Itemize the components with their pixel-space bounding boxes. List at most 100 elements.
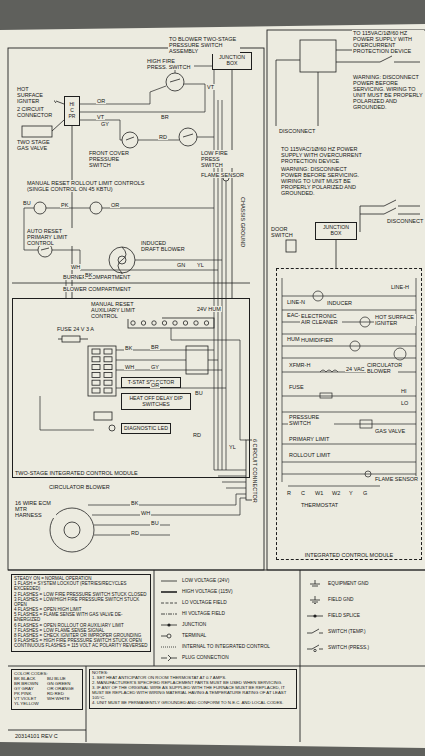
legend-sample xyxy=(160,588,178,596)
component-text: BR BROWN xyxy=(14,681,38,686)
wire-color-code: BR xyxy=(160,114,170,120)
schematic-rungs xyxy=(282,474,416,475)
frame-lines xyxy=(8,30,425,742)
ladder-schematic xyxy=(282,278,416,486)
legend-sample xyxy=(306,628,324,636)
part-label: CIRCULATOR BLOWER xyxy=(366,362,398,374)
label-sheet xyxy=(0,24,425,748)
component-text: BU BLUE xyxy=(47,676,66,681)
component-box: STEADY ON = NORMAL OPERATION1 FLASH = SY… xyxy=(11,574,151,652)
control-module-parts xyxy=(62,336,80,342)
component-text: 8 FLASHES = CHECK IGNITER OR IMPROPER GR… xyxy=(14,633,141,638)
part-label: BLOWER COMPARTMENT xyxy=(62,286,132,292)
frame-lines xyxy=(8,570,425,571)
control-module-wires xyxy=(208,360,218,361)
schematic-rungs xyxy=(282,462,416,463)
component-text: HEAT OFF DELAY DIP SWITCHES xyxy=(124,396,188,408)
right-pictorial xyxy=(360,214,384,215)
component-text: 2 FLASHES = LOW FIRE PRESSURE SWITCH STU… xyxy=(14,592,146,597)
connector-pins xyxy=(104,388,112,393)
wire-color-code: W1 xyxy=(314,490,324,496)
component-text: PR xyxy=(69,114,76,120)
part-label: 6 CIRCUIT CONNECTOR xyxy=(252,438,258,504)
part-label: 2 CIRCUIT CONNECTOR xyxy=(16,106,62,118)
legend-sample xyxy=(319,633,323,634)
component-text: YL YELLOW xyxy=(14,701,39,706)
part-label: HUMIDIFIER xyxy=(300,337,334,343)
legend-sample xyxy=(310,600,320,601)
right-pictorial xyxy=(336,62,380,63)
ladder-schematic xyxy=(365,471,371,477)
frame-lines xyxy=(154,570,155,666)
legend-text: FIELD GND xyxy=(327,597,355,602)
legend-sample xyxy=(167,623,170,626)
legend-sample xyxy=(161,591,177,593)
wire-connector xyxy=(336,240,337,268)
part-label: FLAME SENSOR xyxy=(200,172,245,178)
component-text: 7 FLASHES = LOW FLAME SENSE SIGNAL xyxy=(14,628,104,633)
component-text: 1 FLASH = SYSTEM LOCKOUT (RETRIES/RECYCL… xyxy=(14,581,148,591)
part-label: FLAME SENSOR xyxy=(374,476,419,482)
component-text: JUNCTION BOX xyxy=(215,55,249,67)
legend-sample xyxy=(160,599,178,607)
wire-color-code: YL xyxy=(196,262,205,268)
legend-sample xyxy=(312,602,318,603)
part-label: CIRCULATOR BLOWER xyxy=(48,484,111,490)
part-label: INDUCER xyxy=(326,300,353,306)
legend-text: EQUIPMENT GND xyxy=(327,581,369,586)
wire-color-code: BK xyxy=(124,345,133,351)
legend-sample xyxy=(167,634,171,638)
ladder-schematic xyxy=(320,370,338,372)
part-label: ROLLOUT LIMIT xyxy=(288,452,331,458)
control-module-parts xyxy=(50,508,94,552)
part-label: DISCONNECT xyxy=(386,218,424,224)
right-pictorial xyxy=(276,60,277,126)
legend-entry: EQUIPMENT GND xyxy=(306,580,369,588)
legend-sample xyxy=(315,580,316,584)
legend-sample xyxy=(160,577,178,585)
connector-pins xyxy=(104,357,112,362)
schematic-rungs xyxy=(282,296,416,297)
legend-sample xyxy=(306,612,324,620)
wire-color-code: VT xyxy=(206,84,215,90)
right-pictorial xyxy=(384,208,396,214)
component-text: COLOR CODES: xyxy=(14,671,48,676)
schematic-rungs xyxy=(282,310,416,311)
part-label: 24V HUM xyxy=(196,306,222,312)
connector-pins xyxy=(92,365,100,370)
component-text: 5 FLASHES = FLAME SENSE WITH GAS VALVE D… xyxy=(14,612,148,622)
frame-lines xyxy=(8,666,425,667)
burner-components xyxy=(170,79,180,82)
wire-color-code: BU xyxy=(194,390,204,396)
control-module-wires xyxy=(214,470,246,471)
legend-sample xyxy=(307,633,312,634)
legend-text: LO VOLTAGE FIELD xyxy=(181,600,228,605)
legend-sample xyxy=(315,596,316,600)
legend-sample xyxy=(160,632,178,640)
connector-pins xyxy=(92,388,100,393)
legend-sample xyxy=(161,614,177,615)
component-text: 3. IF ANY OF THE ORIGINAL WIRE AS SUPPLI… xyxy=(92,686,294,701)
legend-sample xyxy=(314,603,316,604)
wire-color-code: YL xyxy=(228,444,237,450)
part-label: PRIMARY LIMIT xyxy=(288,436,330,442)
control-module-wires xyxy=(92,498,246,515)
terminal-strip xyxy=(194,321,198,325)
part-label: HIGH FIRE PRESS. SWITCH xyxy=(146,58,194,70)
connector-pins xyxy=(104,365,112,370)
connector-pins xyxy=(104,349,112,354)
component-text: OR ORANGE xyxy=(47,686,74,691)
frame-lines xyxy=(300,666,301,742)
right-pictorial xyxy=(380,56,392,62)
control-module-wires xyxy=(218,476,246,477)
legend-sample xyxy=(306,644,324,652)
legend-entry: HIGH VOLTAGE (115V) xyxy=(160,588,234,596)
component-text: JUNCTION BOX xyxy=(318,225,354,237)
control-module-wires xyxy=(40,396,94,430)
component-box: DIAGNOSTIC LED xyxy=(121,423,171,434)
connector-pins xyxy=(92,380,100,385)
right-pictorial xyxy=(318,72,319,126)
right-pictorial xyxy=(360,206,384,207)
ladder-schematic xyxy=(360,317,370,327)
